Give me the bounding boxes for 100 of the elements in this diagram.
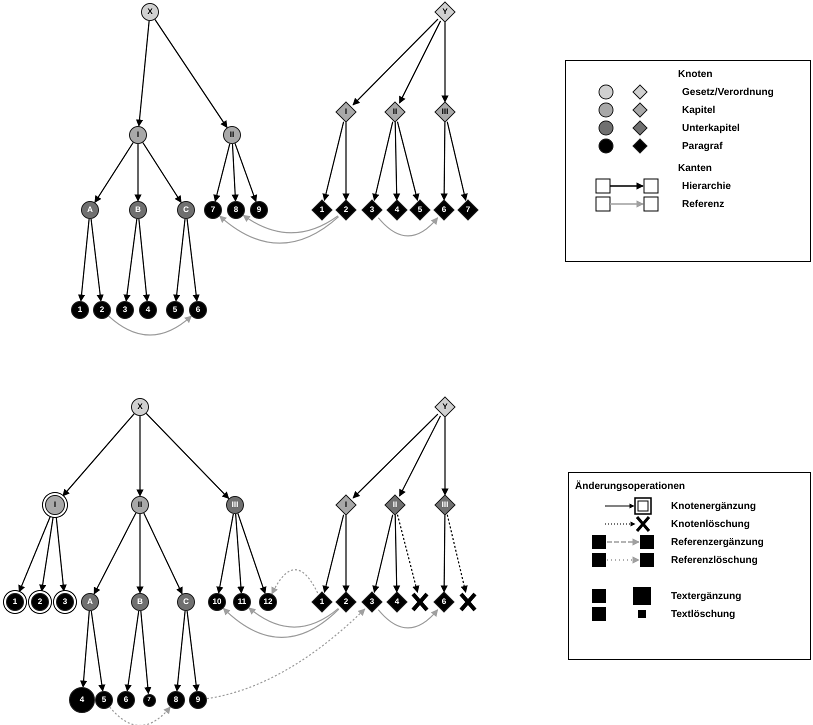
- legend-text: Unterkapitel: [682, 122, 740, 134]
- diamond-node: 7: [458, 200, 478, 220]
- circle-node: 4: [139, 301, 157, 319]
- circle-node: 5: [166, 301, 184, 319]
- legend-text: Textergänzung: [671, 590, 742, 602]
- diamond-node: 2: [336, 592, 356, 612]
- circle-node: 6: [117, 691, 135, 709]
- arrow: [322, 122, 344, 201]
- arrow: [154, 19, 228, 128]
- arrow: [396, 514, 420, 594]
- legend-text: Hierarchie: [682, 180, 731, 192]
- arrow: [56, 516, 67, 592]
- circle-node: 9: [189, 691, 207, 709]
- arrow: [352, 414, 438, 498]
- arrow: [352, 18, 438, 106]
- circle-node: B: [131, 593, 149, 611]
- reference-arrow: [206, 608, 366, 700]
- arrow: [234, 143, 258, 202]
- legend-heading: Kanten: [678, 162, 712, 174]
- circle-node: 6: [189, 301, 207, 319]
- reference-arrow: [222, 608, 340, 638]
- arrow: [235, 514, 244, 594]
- reference-arrow: [109, 706, 171, 725]
- arrow: [18, 516, 51, 592]
- arrow: [342, 515, 350, 593]
- arrow: [174, 610, 186, 692]
- arrow: [94, 512, 136, 595]
- arrow: [90, 218, 104, 302]
- diamond-node: 6: [434, 200, 454, 220]
- diamond-node: 5: [410, 200, 430, 220]
- arrow: [322, 514, 344, 593]
- arrow: [216, 514, 234, 594]
- circle-node: B: [129, 201, 147, 219]
- legend-text: Referenzlöschung: [671, 554, 758, 566]
- circle-node: 2: [93, 301, 111, 319]
- legend-text: Referenz: [682, 198, 724, 210]
- circle-node: I: [45, 495, 65, 515]
- arrow: [124, 610, 140, 692]
- legend-text: Kapitel: [682, 104, 716, 116]
- arrow: [446, 122, 468, 201]
- reference-arrow: [242, 214, 338, 234]
- arrow: [136, 416, 144, 497]
- legend-text: Paragraf: [682, 140, 723, 152]
- circle-node: 8: [167, 691, 185, 709]
- legend-heading: Knoten: [678, 68, 712, 80]
- diamond-node: I: [336, 495, 356, 515]
- circle-node: C: [177, 201, 195, 219]
- arrow: [213, 144, 230, 202]
- arrow: [94, 142, 134, 204]
- arrow: [237, 513, 266, 594]
- circle-node: I: [129, 126, 147, 144]
- arrow: [342, 122, 350, 201]
- arrow: [186, 610, 200, 692]
- diamond-node: III: [435, 102, 455, 122]
- arrow: [393, 514, 400, 593]
- arrow: [39, 516, 54, 592]
- circle-node: 10: [208, 593, 226, 611]
- reference-arrow: [378, 609, 438, 628]
- deleted-node-cross: [410, 592, 430, 612]
- legend-heading: Änderungsoperationen: [575, 480, 686, 492]
- circle-node: 11: [233, 593, 251, 611]
- circle-node: X: [131, 398, 149, 416]
- arrow: [62, 413, 135, 496]
- arrow: [441, 22, 449, 103]
- arrow: [140, 610, 152, 694]
- arrow: [441, 417, 449, 496]
- circle-node: II: [223, 126, 241, 144]
- diamond-node: 2: [336, 200, 356, 220]
- diamond-node: 4: [387, 592, 407, 612]
- legend-text: Referenzergänzung: [671, 536, 764, 548]
- arrow: [399, 416, 441, 497]
- arrow: [446, 514, 468, 593]
- arrow: [372, 122, 394, 201]
- diamond-node: III: [435, 495, 455, 515]
- diamond-node: 3: [362, 592, 382, 612]
- diamond-node: 1: [312, 592, 332, 612]
- arrow: [173, 218, 186, 302]
- arrow: [186, 218, 200, 302]
- legend-text: Gesetz/Verordnung: [682, 86, 774, 98]
- arrow: [80, 610, 90, 688]
- diamond-node: 1: [312, 200, 332, 220]
- circle-node: 7: [204, 201, 222, 219]
- arrow: [138, 218, 150, 302]
- arrow: [396, 122, 420, 201]
- arrow: [136, 20, 150, 127]
- arrow: [123, 218, 138, 302]
- arrow: [134, 144, 142, 202]
- reference-arrow: [271, 569, 318, 595]
- circle-node: 1: [6, 593, 24, 611]
- diamond-node: 6: [434, 592, 454, 612]
- circle-node: III: [226, 496, 244, 514]
- reference-arrow: [378, 217, 438, 236]
- diamond-node: II: [385, 102, 405, 122]
- arrow: [440, 122, 448, 201]
- circle-node: A: [81, 593, 99, 611]
- arrow: [440, 515, 448, 593]
- arrow: [78, 218, 90, 302]
- reference-arrow: [219, 216, 339, 244]
- diamond-node: 4: [387, 200, 407, 220]
- circle-node: II: [131, 496, 149, 514]
